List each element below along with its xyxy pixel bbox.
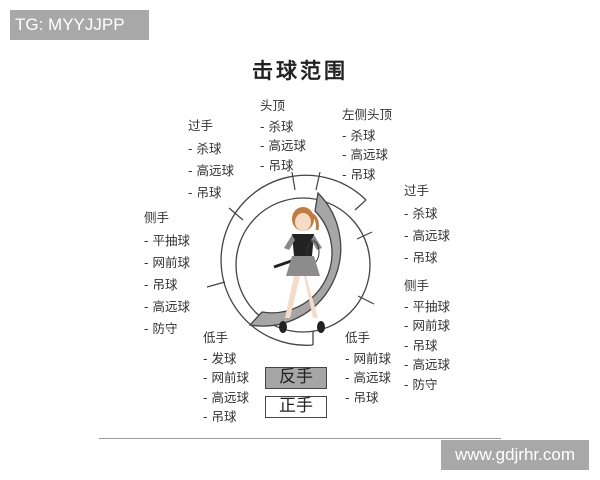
group-item: 杀球 xyxy=(342,126,392,146)
watermark-bottom-right: www.gdjrhr.com xyxy=(441,440,589,470)
group-item: 吊球 xyxy=(404,247,450,269)
group-item: 杀球 xyxy=(260,117,306,137)
backhand-zone-arc xyxy=(248,191,342,327)
group-item: 网前球 xyxy=(345,349,391,369)
group-underhand-left: 低手 发球 网前球 高远球 吊球 xyxy=(203,328,249,427)
group-heading: 过手 xyxy=(404,183,430,198)
group-over-hand-left: 过手 杀球 高远球 吊球 xyxy=(188,115,234,204)
group-item: 高远球 xyxy=(144,296,190,318)
group-item: 吊球 xyxy=(144,274,190,296)
group-over-hand-right: 过手 杀球 高远球 吊球 xyxy=(404,180,450,269)
group-item: 发球 xyxy=(203,349,249,369)
legend-backhand: 反手 xyxy=(265,367,327,389)
group-item: 吊球 xyxy=(260,156,306,176)
group-overhead: 头顶 杀球 高远球 吊球 xyxy=(260,96,306,175)
group-item: 高远球 xyxy=(342,145,392,165)
group-item: 防守 xyxy=(404,375,450,395)
group-item: 高远球 xyxy=(188,160,234,182)
group-heading: 低手 xyxy=(345,330,371,345)
group-item: 吊球 xyxy=(404,336,450,356)
legend-forehand: 正手 xyxy=(265,396,327,418)
group-item: 网前球 xyxy=(404,316,450,336)
group-heading: 头顶 xyxy=(260,98,286,113)
group-item: 吊球 xyxy=(188,182,234,204)
group-heading: 低手 xyxy=(203,330,229,345)
group-item: 吊球 xyxy=(342,165,392,185)
group-item: 平抽球 xyxy=(404,297,450,317)
group-item: 高远球 xyxy=(203,388,249,408)
watermark-top-left: TG: MYYJJPP xyxy=(10,10,149,40)
group-side-hand-right: 侧手 平抽球 网前球 吊球 高远球 防守 xyxy=(404,276,450,394)
group-heading: 侧手 xyxy=(144,210,170,225)
group-item: 网前球 xyxy=(203,368,249,388)
group-item: 平抽球 xyxy=(144,230,190,252)
group-item: 高远球 xyxy=(404,225,450,247)
player-figure-icon xyxy=(273,207,325,333)
group-item: 杀球 xyxy=(404,203,450,225)
group-item: 高远球 xyxy=(404,355,450,375)
divider-line xyxy=(99,438,501,439)
group-heading: 侧手 xyxy=(404,278,430,293)
group-item: 吊球 xyxy=(345,388,391,408)
group-item: 吊球 xyxy=(203,407,249,427)
group-left-overhead: 左侧头顶 杀球 高远球 吊球 xyxy=(342,105,392,184)
group-heading: 左侧头顶 xyxy=(342,107,393,122)
group-underhand-right: 低手 网前球 高远球 吊球 xyxy=(345,328,391,407)
diagram-title: 击球范围 xyxy=(252,59,348,83)
group-heading: 过手 xyxy=(188,118,214,133)
group-item: 网前球 xyxy=(144,252,190,274)
group-side-hand-left: 侧手 平抽球 网前球 吊球 高远球 防守 xyxy=(144,207,190,340)
group-item: 防守 xyxy=(144,318,190,340)
group-item: 高远球 xyxy=(345,368,391,388)
group-item: 杀球 xyxy=(188,138,234,160)
group-item: 高远球 xyxy=(260,136,306,156)
